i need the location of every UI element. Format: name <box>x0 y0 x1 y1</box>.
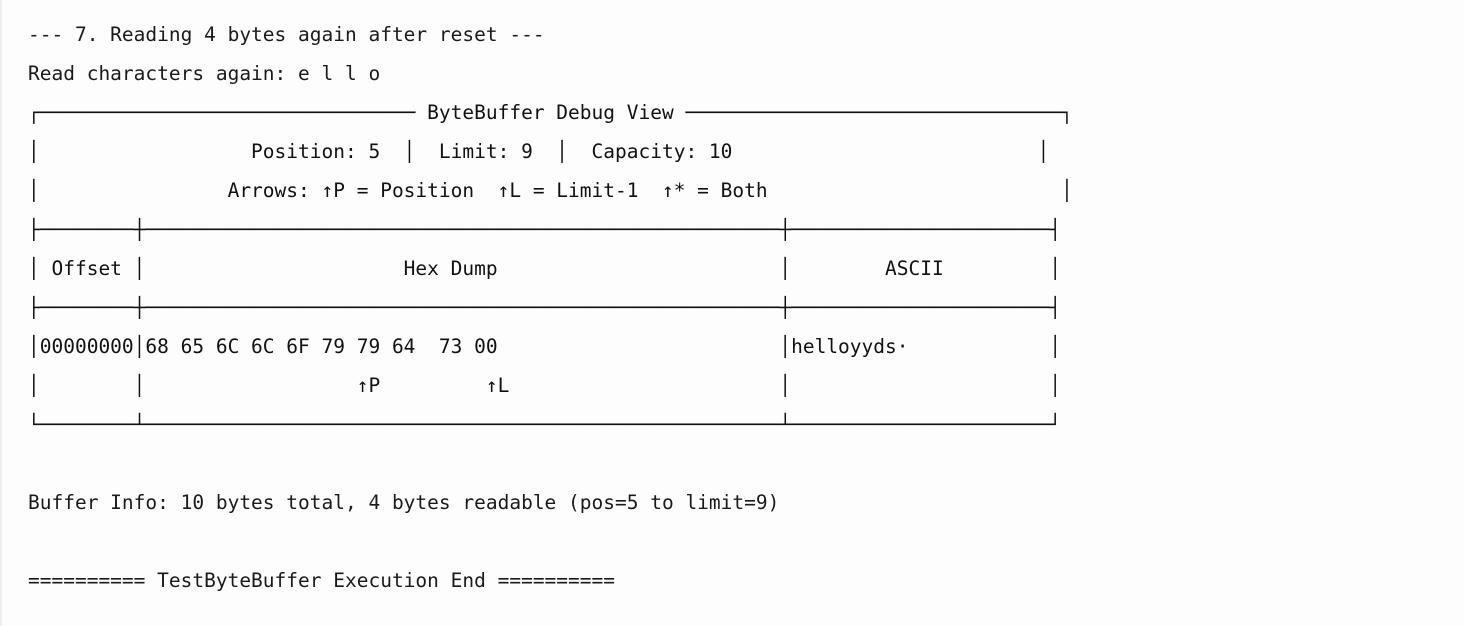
debug-table-column-headers: │ Offset │ Hex Dump │ ASCII │ <box>28 257 1062 280</box>
buffer-info-line: Buffer Info: 10 bytes total, 4 bytes rea… <box>28 491 780 514</box>
debug-box-bottom-border: └────────┴──────────────────────────────… <box>28 413 1062 436</box>
debug-table-separator-mid: ├────────┼──────────────────────────────… <box>28 296 1062 319</box>
terminal-left-gutter <box>0 0 2 626</box>
debug-table-separator-top: ├────────┼──────────────────────────────… <box>28 218 1062 241</box>
debug-box-legend-line: │ Arrows: ↑P = Position ↑L = Limit-1 ↑* … <box>28 179 1073 202</box>
debug-table-row: │00000000│68 65 6C 6C 6F 79 79 64 73 00 … <box>28 335 1062 358</box>
debug-table-marker-row: │ │ ↑P ↑L │ │ <box>28 374 1062 397</box>
debug-box-status-line: │ Position: 5 │ Limit: 9 │ Capacity: 10 … <box>28 140 1050 163</box>
section-header-line: --- 7. Reading 4 bytes again after reset… <box>28 23 545 46</box>
debug-box-top-border: ┌──────────────────────────────── ByteBu… <box>28 101 1073 124</box>
read-result-line: Read characters again: e l l o <box>28 62 381 85</box>
execution-end-line: ========== TestByteBuffer Execution End … <box>28 569 615 592</box>
